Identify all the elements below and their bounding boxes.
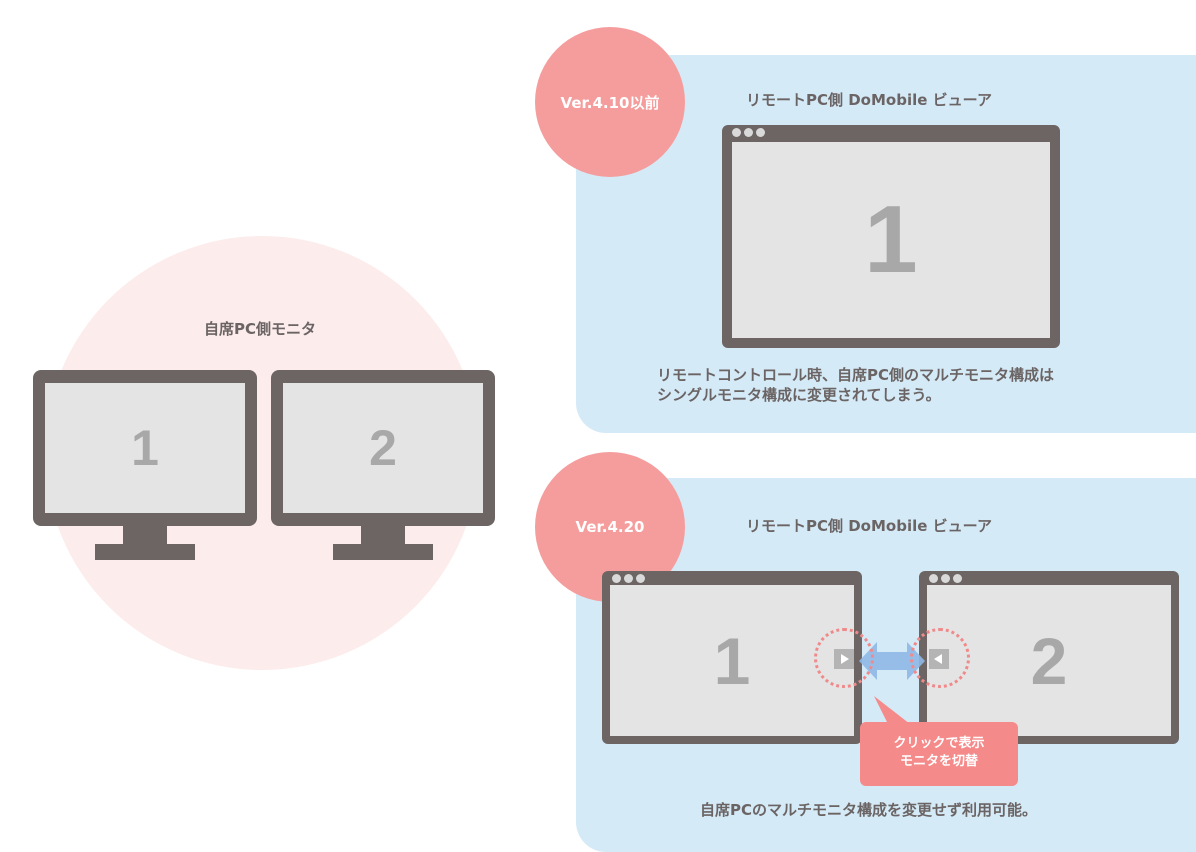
window-dot-icon	[732, 128, 741, 137]
double-arrow-icon	[859, 642, 925, 680]
new-viewer-screen-number-1: 1	[610, 585, 854, 736]
callout-pointer	[874, 696, 910, 724]
window-controls	[929, 574, 962, 583]
old-viewer-title: リモートPC側 DoMobile ビューア	[746, 91, 993, 109]
old-viewer-screen-number: 1	[732, 142, 1050, 338]
window-dot-icon	[953, 574, 962, 583]
window-controls	[612, 574, 645, 583]
highlight-circle-next	[814, 628, 874, 688]
window-dot-icon	[612, 574, 621, 583]
highlight-circle-previous	[910, 628, 970, 688]
window-dot-icon	[636, 574, 645, 583]
monitor-stand-neck	[123, 526, 167, 546]
callout-line-1: クリックで表示	[893, 736, 985, 751]
monitor-screen-number: 1	[45, 383, 245, 513]
new-viewer-window-2: 2	[919, 571, 1179, 744]
window-dot-icon	[756, 128, 765, 137]
window-dot-icon	[929, 574, 938, 583]
local-pc-monitor-title: 自席PC側モニタ	[203, 320, 316, 338]
monitor-stand-base	[333, 544, 433, 560]
old-viewer-window: 1	[722, 125, 1060, 348]
window-controls	[732, 128, 765, 137]
new-viewer-title: リモートPC側 DoMobile ビューア	[746, 517, 993, 535]
window-dot-icon	[744, 128, 753, 137]
monitor-screen-number: 2	[283, 383, 483, 513]
monitor-stand-base	[95, 544, 195, 560]
monitor-stand-neck	[361, 526, 405, 546]
new-description: 自席PCのマルチモニタ構成を変更せず利用可能。	[700, 801, 1038, 819]
window-dot-icon	[624, 574, 633, 583]
old-description-line-2: シングルモニタ構成に変更されてしまう。	[657, 386, 941, 404]
switch-monitor-callout: クリックで表示 モニタを切替	[860, 722, 1018, 786]
callout-line-2: モニタを切替	[899, 754, 978, 769]
version-badge-old: Ver.4.10以前	[535, 27, 685, 177]
old-description-line-1: リモートコントロール時、自席PC側のマルチモニタ構成は	[657, 366, 1055, 384]
window-dot-icon	[941, 574, 950, 583]
